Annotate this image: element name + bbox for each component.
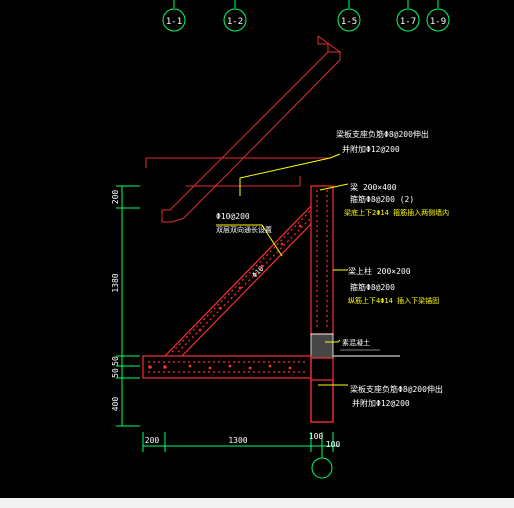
axis-markers [162,0,450,32]
diagonal-rebar-note-1: Φ10@200 [216,212,250,221]
status-strip [0,498,514,508]
beam-bars-note: 梁底上下2Φ14 箍筋插入两侧墙内 [344,208,449,217]
axis-bubble [311,457,333,479]
floor-line [145,157,330,187]
axis-bubble [162,8,186,32]
axis-bubble [396,8,420,32]
axis-label: 1-2 [227,17,243,27]
axis-bubble [426,8,450,32]
slab-top-note-1: 梁板支座负筋Φ8@200伸出 [336,129,429,139]
leader-lines [216,153,349,386]
axis-label: 1-7 [400,17,416,27]
axis-label: 1-1 [166,17,182,27]
axis-label: 1-5 [341,17,357,27]
column [310,185,334,423]
dim-label: 100 [309,432,324,441]
axis-bubble [337,8,361,32]
slab-bottom-note-2: 并附加Φ12@200 [352,398,410,408]
dim-label: 200 [111,190,120,205]
axis-bubble [223,8,247,32]
bottom-beam [142,355,312,379]
beam-rebar-dots [148,364,292,370]
plain-concrete-label: 素混凝土 [342,338,370,347]
dim-label: 400 [111,397,120,412]
column-title: 梁上柱 200×200 [348,266,411,276]
axis-label: 1-9 [430,17,446,27]
horizontal-dimensions [142,432,340,479]
dim-label: 100 [326,440,341,449]
dim-label: 50 [111,368,120,378]
dim-label: 200 [145,436,160,445]
dim-label: 50 [111,356,120,366]
lower-column [310,357,334,423]
column-bars-note: 纵筋上下4Φ14 插入下梁锚固 [348,296,439,305]
dim-label: 1300 [228,436,247,445]
upper-stair-section [161,35,341,223]
dim-label: 1380 [111,273,120,292]
beam-title: 梁 200×400 [350,183,397,192]
vertical-dimensions [116,185,140,427]
slab-bottom-note-1: 梁板支座负筋Φ8@200伸出 [350,384,443,394]
slab-top-note-2: 并附加Φ12@200 [342,144,400,154]
diagonal-rebar-note-2: 双层双向通长设置 [216,225,272,234]
column-stirrup: 箍筋Φ8@200 [350,282,395,292]
plain-concrete-infill [311,334,333,358]
beam-stirrup: 箍筋Φ8@200 (2) [350,194,414,204]
